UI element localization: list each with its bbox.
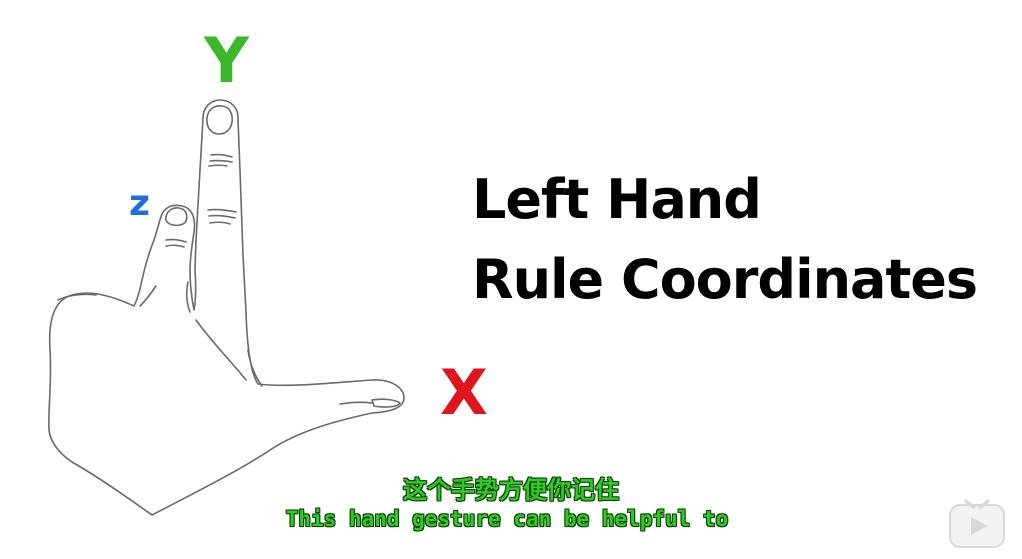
z-axis-label: z bbox=[129, 183, 150, 224]
title-line-2: Rule Coordinates bbox=[472, 248, 978, 311]
y-axis-label: Y bbox=[204, 24, 249, 97]
subtitle-chinese: 这个手势方便你记住 bbox=[403, 476, 619, 504]
video-play-logo-icon bbox=[949, 499, 1005, 548]
x-axis-label: X bbox=[440, 356, 488, 429]
subtitle-english: This hand gesture can be helpful to bbox=[285, 507, 729, 531]
slide-title: Left Hand Rule Coordinates bbox=[472, 160, 978, 320]
title-line-1: Left Hand bbox=[472, 168, 762, 231]
